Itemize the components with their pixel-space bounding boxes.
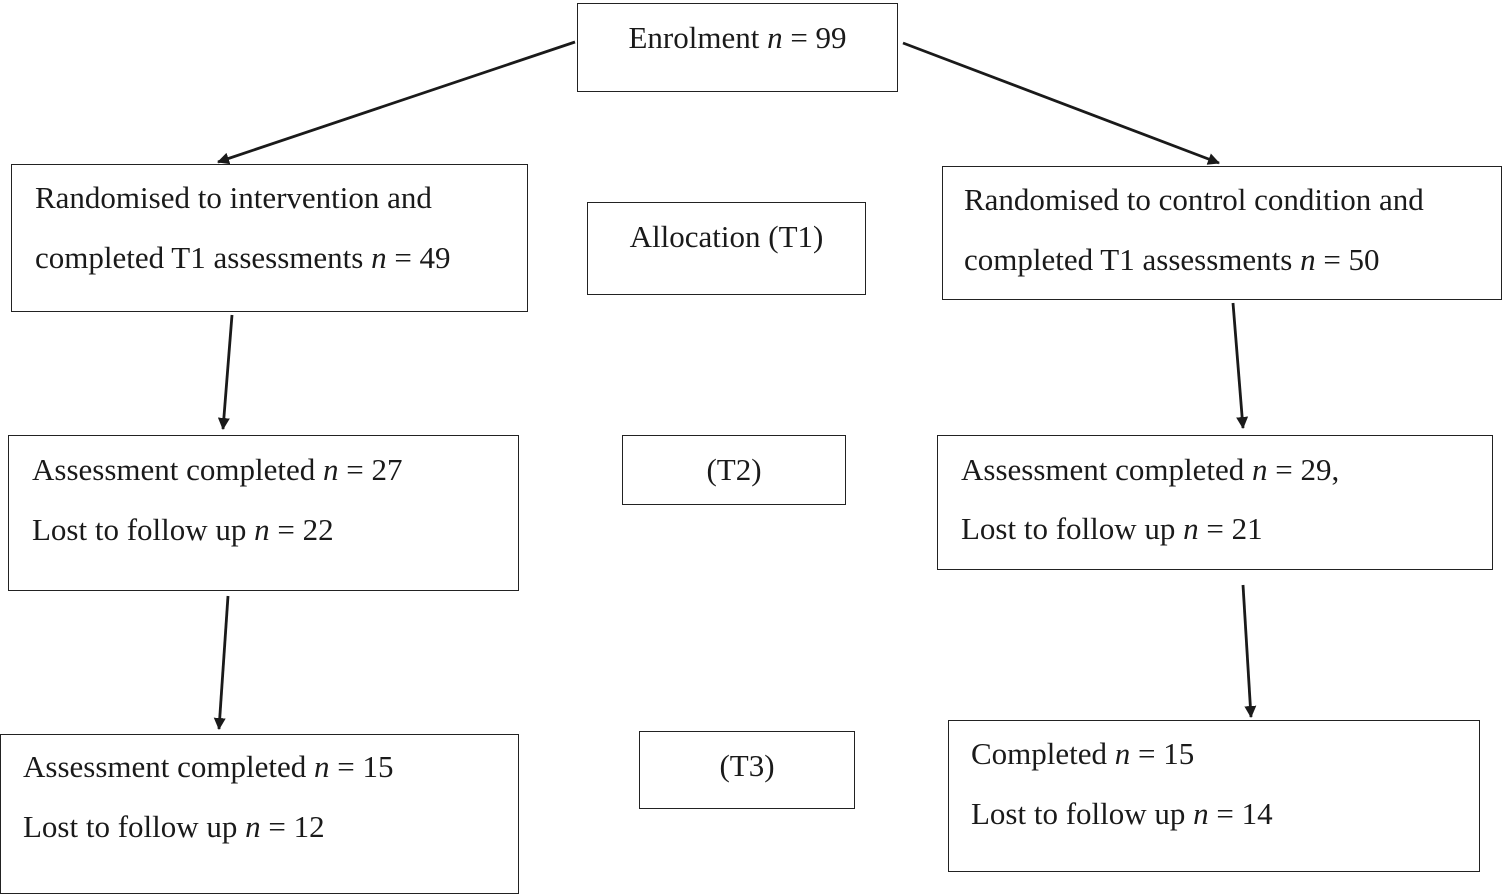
completed-value: = 15 — [1130, 736, 1195, 771]
phase-t1-label: Allocation (T1) — [629, 219, 824, 254]
lost-label: Lost to follow up — [961, 511, 1184, 546]
phase-t2-box: (T2) — [622, 435, 846, 505]
control-t1-line1: Randomised to control condition and — [964, 182, 1424, 217]
phase-t3-box: (T3) — [639, 731, 855, 809]
n-symbol: n — [1300, 242, 1316, 277]
control-t1-line2: completed T1 assessments n = 50 — [964, 244, 1380, 275]
lost-label: Lost to follow up — [971, 796, 1194, 831]
arrow-enrolment-to-intervention — [217, 40, 576, 165]
intervention-t2-completed: Assessment completed n = 27 — [32, 454, 403, 485]
control-t1-box: Randomised to control condition and comp… — [942, 166, 1502, 300]
intervention-t1-line2: completed T1 assessments n = 49 — [35, 242, 451, 273]
intervention-t3-lost: Lost to follow up n = 12 — [23, 811, 325, 842]
phase-t3-label: (T3) — [719, 748, 775, 783]
phase-t2-label: (T2) — [706, 452, 762, 487]
intervention-t3-completed: Assessment completed n = 15 — [23, 751, 394, 782]
intervention-t1-label: completed T1 assessments — [35, 240, 372, 275]
completed-label: Assessment completed — [32, 452, 324, 487]
completed-label: Assessment completed — [961, 452, 1253, 487]
arrow-intervention-t1-to-t2 — [217, 314, 234, 430]
lost-label: Lost to follow up — [23, 809, 246, 844]
n-symbol: n — [254, 512, 270, 547]
intervention-t1-value: = 49 — [386, 240, 451, 275]
lost-label: Lost to follow up — [32, 512, 255, 547]
completed-value: = 27 — [338, 452, 403, 487]
completed-value: = 29, — [1267, 452, 1340, 487]
control-t2-box: Assessment completed n = 29, Lost to fol… — [937, 435, 1493, 570]
completed-label: Completed — [971, 736, 1115, 771]
intervention-t1-line1: Randomised to intervention and — [35, 180, 432, 215]
control-t1-label: completed T1 assessments — [964, 242, 1301, 277]
n-symbol: n — [767, 20, 783, 55]
lost-value: = 12 — [260, 809, 325, 844]
n-symbol: n — [1183, 511, 1199, 546]
lost-value: = 21 — [1198, 511, 1263, 546]
n-symbol: n — [314, 749, 330, 784]
control-t3-lost: Lost to follow up n = 14 — [971, 798, 1273, 829]
control-t2-lost: Lost to follow up n = 21 — [961, 513, 1263, 544]
arrow-enrolment-to-control — [902, 41, 1220, 165]
completed-label: Assessment completed — [23, 749, 315, 784]
control-t3-completed: Completed n = 15 — [971, 738, 1194, 769]
lost-value: = 22 — [269, 512, 334, 547]
control-t3-box: Completed n = 15 Lost to follow up n = 1… — [948, 720, 1480, 872]
n-symbol: n — [323, 452, 339, 487]
arrow-intervention-t2-to-t3 — [213, 595, 230, 730]
enrolment-value: = 99 — [782, 20, 847, 55]
intervention-t1-box: Randomised to intervention and completed… — [11, 164, 528, 312]
n-symbol: n — [1252, 452, 1268, 487]
enrolment-box: Enrolment n = 99 — [577, 3, 898, 92]
control-t1-value: = 50 — [1315, 242, 1380, 277]
arrow-control-t1-to-t2 — [1231, 302, 1249, 429]
intervention-t2-lost: Lost to follow up n = 22 — [32, 514, 334, 545]
intervention-t2-box: Assessment completed n = 27 Lost to foll… — [8, 435, 519, 591]
control-t2-completed: Assessment completed n = 29, — [961, 454, 1339, 485]
completed-value: = 15 — [329, 749, 394, 784]
phase-t1-box: Allocation (T1) — [587, 202, 866, 295]
intervention-t3-box: Assessment completed n = 15 Lost to foll… — [0, 734, 519, 894]
n-symbol: n — [245, 809, 261, 844]
enrolment-label: Enrolment — [628, 20, 768, 55]
lost-value: = 14 — [1208, 796, 1273, 831]
n-symbol: n — [1114, 736, 1131, 771]
arrow-control-t2-to-t3 — [1241, 584, 1257, 718]
n-symbol: n — [371, 240, 387, 275]
enrolment-text: Enrolment n = 99 — [578, 22, 897, 53]
n-symbol: n — [1193, 796, 1209, 831]
